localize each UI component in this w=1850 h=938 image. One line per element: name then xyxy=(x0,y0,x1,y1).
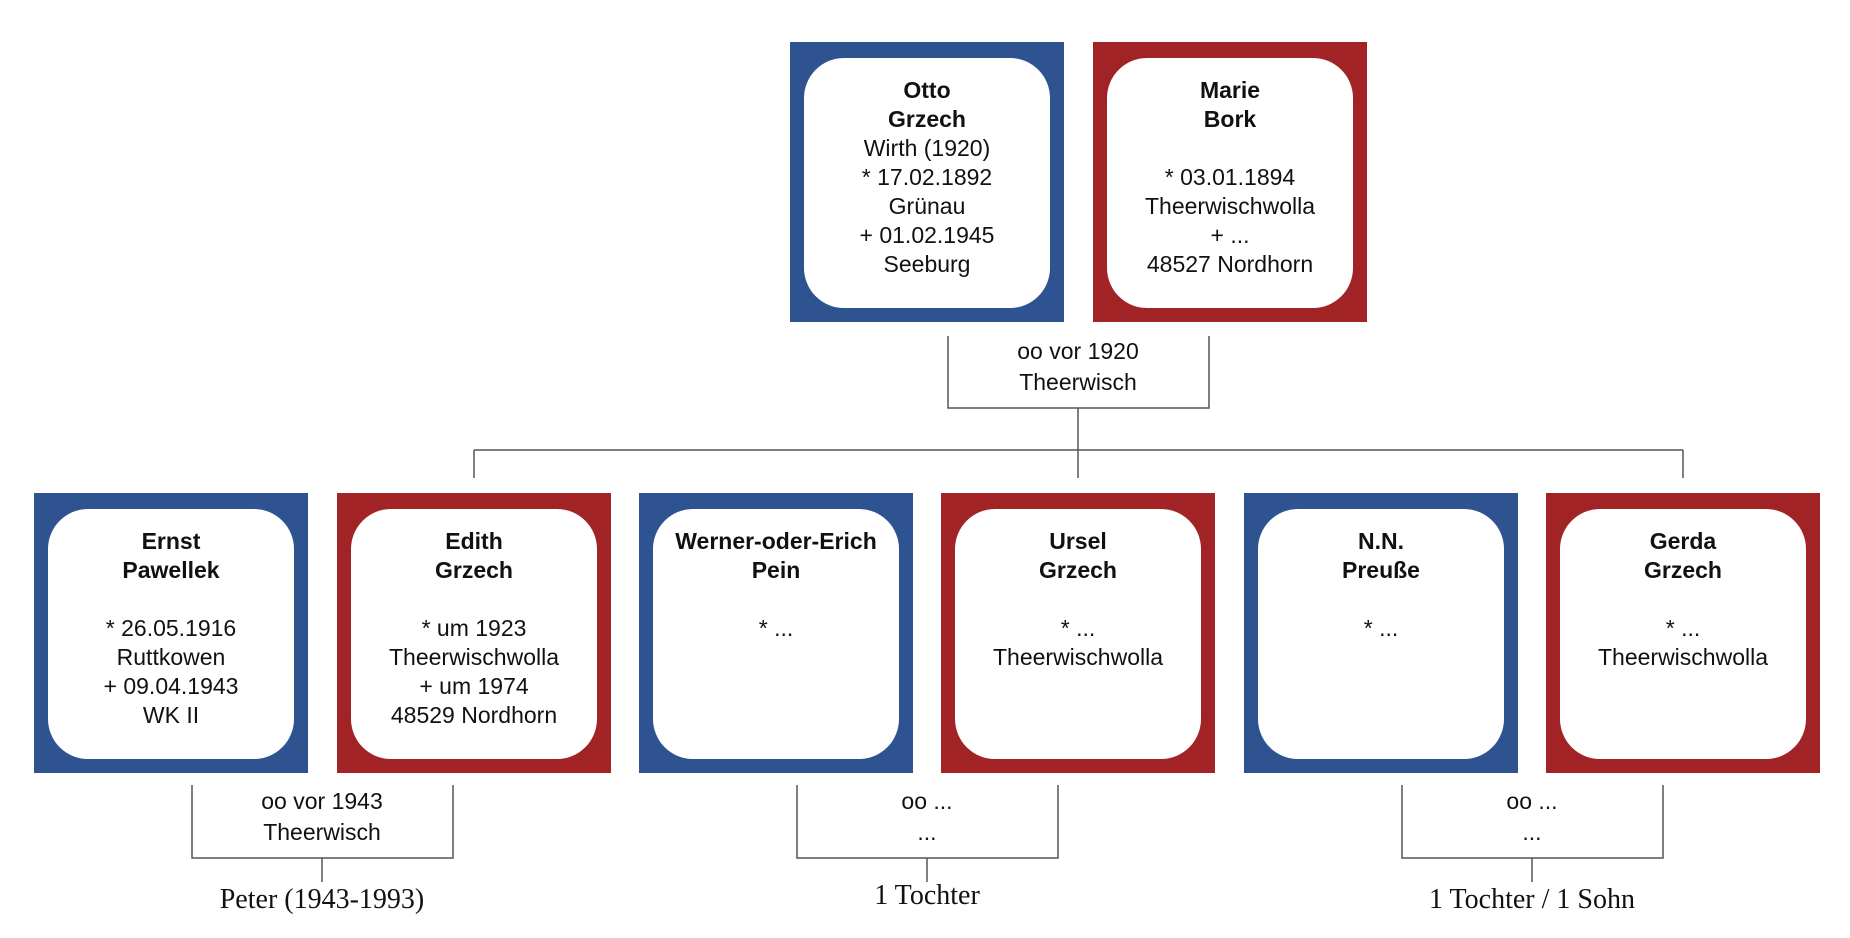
person-birth-date: * ... xyxy=(758,615,794,641)
person-card-ursel-grzech: Ursel Grzech * ... Theerwischwolla xyxy=(941,493,1215,773)
person-death-date: + ... xyxy=(1210,222,1250,248)
children-couple-1: Peter (1943-1993) xyxy=(219,884,425,915)
children-couple-2: 1 Tochter xyxy=(874,880,980,911)
person-birth-place: Theerwischwolla xyxy=(1597,644,1768,670)
marriage-date: oo ... xyxy=(901,788,953,814)
person-detail xyxy=(1107,134,1353,163)
person-birth-date: * 26.05.1916 xyxy=(105,615,237,641)
person-detail xyxy=(1560,585,1806,614)
marriage-date: oo vor 1920 xyxy=(1017,338,1139,364)
person-first-name: Marie xyxy=(1199,77,1261,103)
person-birth-place: Theerwischwolla xyxy=(388,644,559,670)
person-detail xyxy=(351,585,597,614)
person-last-name: Grzech xyxy=(435,557,513,583)
person-card-otto-grzech: Otto Grzech Wirth (1920) * 17.02.1892 Gr… xyxy=(790,42,1064,322)
person-last-name: Pawellek xyxy=(122,557,220,583)
person-card-werner-oder-erich-pein: Werner-oder-Erich Pein * ... xyxy=(639,493,913,773)
person-last-name: Grzech xyxy=(1039,557,1117,583)
person-birth-date: * um 1923 xyxy=(421,615,527,641)
person-card-edith-grzech: Edith Grzech * um 1923 Theerwischwolla +… xyxy=(337,493,611,773)
person-card-marie-bork: Marie Bork * 03.01.1894 Theerwischwolla … xyxy=(1093,42,1367,322)
person-first-name: Edith xyxy=(445,528,503,554)
person-death-date: + um 1974 xyxy=(419,673,529,699)
person-last-name: Grzech xyxy=(1644,557,1722,583)
person-birth-date: * ... xyxy=(1060,615,1096,641)
person-death-date: + 09.04.1943 xyxy=(103,673,239,699)
marriage-info-parents: oo vor 1920 Theerwisch xyxy=(947,336,1209,398)
marriage-place: Theerwisch xyxy=(263,819,381,845)
person-detail xyxy=(653,585,899,614)
person-first-name: Werner-oder-Erich xyxy=(675,528,877,554)
person-detail xyxy=(48,585,294,614)
person-last-name: Preuße xyxy=(1342,557,1420,583)
person-first-name: Otto xyxy=(903,77,951,103)
person-death-place: 48529 Nordhorn xyxy=(390,702,558,728)
children-couple-3: 1 Tochter / 1 Sohn xyxy=(1429,884,1635,915)
person-birth-place: Theerwischwolla xyxy=(1144,193,1315,219)
marriage-date: oo vor 1943 xyxy=(261,788,383,814)
marriage-info-couple-2: oo ... ... xyxy=(796,786,1058,848)
person-death-place: Seeburg xyxy=(883,251,971,277)
person-last-name: Bork xyxy=(1203,106,1257,132)
person-card-gerda-grzech: Gerda Grzech * ... Theerwischwolla xyxy=(1546,493,1820,773)
person-birth-date: * ... xyxy=(1363,615,1399,641)
person-birth-place: Grünau xyxy=(888,193,966,219)
person-detail xyxy=(955,585,1201,614)
marriage-place: ... xyxy=(917,819,937,845)
marriage-place: Theerwisch xyxy=(1019,369,1137,395)
person-birth-date: * 03.01.1894 xyxy=(1164,164,1296,190)
person-birth-date: * ... xyxy=(1665,615,1701,641)
person-death-date: + 01.02.1945 xyxy=(859,222,995,248)
person-first-name: Gerda xyxy=(1649,528,1717,554)
person-last-name: Grzech xyxy=(888,106,966,132)
person-detail: Wirth (1920) xyxy=(863,135,991,161)
person-death-place: 48527 Nordhorn xyxy=(1146,251,1314,277)
marriage-info-couple-3: oo ... ... xyxy=(1401,786,1663,848)
marriage-date: oo ... xyxy=(1506,788,1558,814)
marriage-place: ... xyxy=(1522,819,1542,845)
person-last-name: Pein xyxy=(751,557,801,583)
marriage-info-couple-1: oo vor 1943 Theerwisch xyxy=(191,786,453,848)
person-death-place: WK II xyxy=(142,702,200,728)
person-detail xyxy=(1258,585,1504,614)
person-birth-date: * 17.02.1892 xyxy=(861,164,993,190)
person-first-name: Ursel xyxy=(1049,528,1107,554)
person-card-ernst-pawellek: Ernst Pawellek * 26.05.1916 Ruttkowen + … xyxy=(34,493,308,773)
person-first-name: N.N. xyxy=(1358,528,1404,554)
person-first-name: Ernst xyxy=(141,528,201,554)
person-card-nn-preusse: N.N. Preuße * ... xyxy=(1244,493,1518,773)
person-birth-place: Theerwischwolla xyxy=(992,644,1163,670)
person-birth-place: Ruttkowen xyxy=(116,644,226,670)
